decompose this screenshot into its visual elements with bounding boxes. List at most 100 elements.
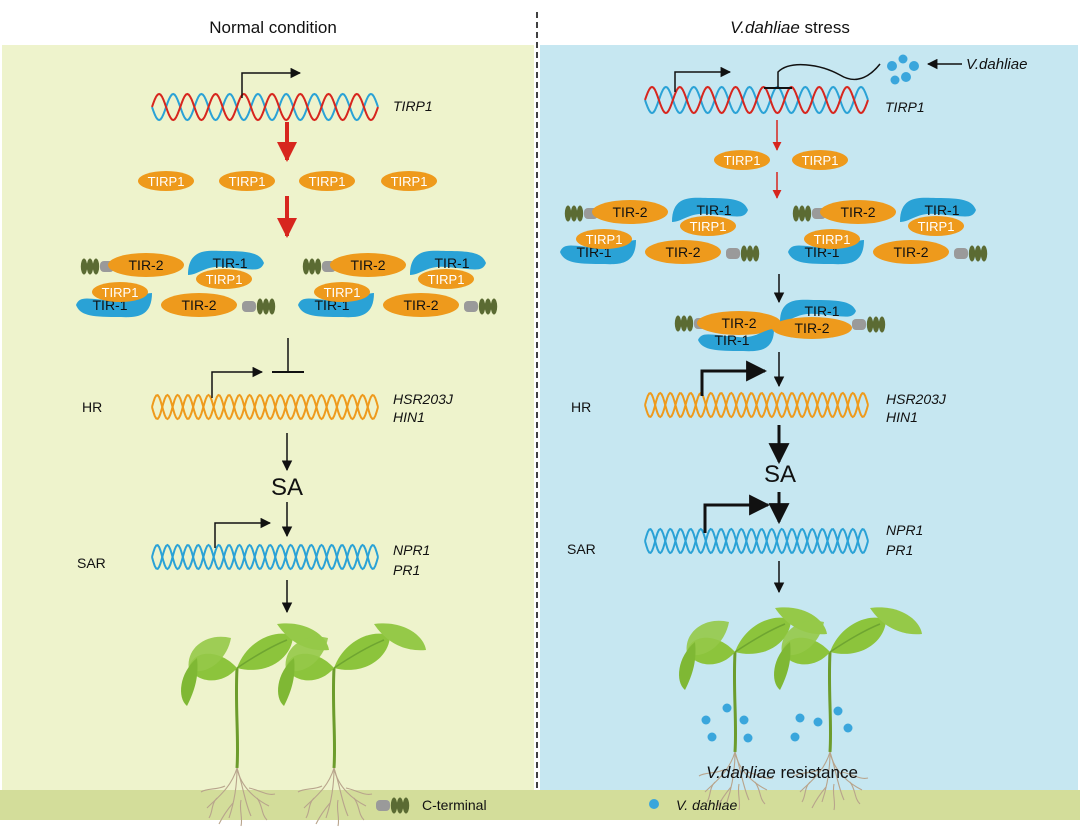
spore xyxy=(795,713,805,723)
legend-pathogen-label: V. dahliae xyxy=(676,797,737,813)
tir2-protein: TIR-2 xyxy=(592,200,668,224)
tir1-protein: TIR-1 xyxy=(188,250,264,275)
sa-label-right: SA xyxy=(764,461,796,488)
spore xyxy=(898,54,908,64)
tir2-protein: TIR-2 xyxy=(697,311,781,335)
gene-label-hin1-left: HIN1 xyxy=(393,409,425,425)
dna-tirp1-right xyxy=(644,85,869,115)
gene-label-hsr203j-left: HSR203J xyxy=(393,391,454,407)
sar-label-right: SAR xyxy=(567,541,596,557)
tir1-protein: TIR-1 xyxy=(900,197,976,222)
dna-hr-left xyxy=(151,393,379,421)
gene-label-pr1-left: PR1 xyxy=(393,562,420,578)
tss-arrow-tirp1-right xyxy=(674,66,732,92)
svg-text:TIRP1: TIRP1 xyxy=(391,174,428,189)
tirp1-bound-protein: TIRP1 xyxy=(576,229,632,249)
svg-text:TIR-1: TIR-1 xyxy=(715,332,750,348)
svg-text:TIR-1: TIR-1 xyxy=(805,303,840,319)
tir1-protein: TIR-1 xyxy=(780,299,856,322)
svg-text:TIR-1: TIR-1 xyxy=(435,255,470,271)
spore xyxy=(887,61,897,71)
tir2-protein: TIR-2 xyxy=(873,240,949,264)
svg-text:TIRP1: TIRP1 xyxy=(690,219,727,234)
svg-text:TIR-2: TIR-2 xyxy=(666,244,701,260)
svg-text:TIR-1: TIR-1 xyxy=(697,202,732,218)
svg-text:TIR-1: TIR-1 xyxy=(213,255,248,271)
spore xyxy=(743,733,753,743)
svg-text:TIRP1: TIRP1 xyxy=(309,174,346,189)
svg-text:TIR-2: TIR-2 xyxy=(351,257,386,273)
svg-text:TIR-2: TIR-2 xyxy=(841,204,876,220)
tir1-protein: TIR-1 xyxy=(410,250,486,275)
dna-hr-right xyxy=(644,391,869,419)
svg-text:TIR-2: TIR-2 xyxy=(404,297,439,313)
spore xyxy=(722,703,732,713)
tirp1-protein: TIRP1 xyxy=(714,150,770,170)
sar-label-left: SAR xyxy=(77,555,106,571)
dna-sar-right xyxy=(644,527,869,555)
svg-text:TIRP1: TIRP1 xyxy=(148,174,185,189)
gene-label-hsr203j-right: HSR203J xyxy=(886,391,947,407)
left-panel-title: Normal condition xyxy=(209,18,337,37)
spore xyxy=(707,732,717,742)
pathogen-inhibition-line xyxy=(777,63,881,88)
tir2-protein: TIR-2 xyxy=(161,293,237,317)
dna-sar-left xyxy=(151,543,379,571)
tirp1-bound-protein: TIRP1 xyxy=(680,216,736,236)
gene-label-tirp1-right: TIRP1 xyxy=(885,99,925,115)
tirp1-bound-protein: TIRP1 xyxy=(196,269,252,289)
gene-label-pr1-right: PR1 xyxy=(886,542,913,558)
tir2-protein: TIR-2 xyxy=(772,317,852,339)
spore xyxy=(901,72,911,82)
tirp1-bound-protein: TIRP1 xyxy=(804,229,860,249)
svg-text:TIRP1: TIRP1 xyxy=(229,174,266,189)
svg-text:TIRP1: TIRP1 xyxy=(206,272,243,287)
svg-text:TIR-2: TIR-2 xyxy=(894,244,929,260)
svg-text:TIR-1: TIR-1 xyxy=(925,202,960,218)
hr-label-right: HR xyxy=(571,399,591,415)
tirp1-protein: TIRP1 xyxy=(299,171,355,191)
tirp1-bound-protein: TIRP1 xyxy=(92,282,148,302)
tir2-protein: TIR-2 xyxy=(330,253,406,277)
gene-label-tirp1-left: TIRP1 xyxy=(393,98,433,114)
tir2-protein: TIR-2 xyxy=(820,200,896,224)
gene-label-hin1-right: HIN1 xyxy=(886,409,918,425)
tir2-protein: TIR-2 xyxy=(645,240,721,264)
spore xyxy=(739,715,749,725)
tss-arrow-hr-left xyxy=(211,366,264,398)
spore xyxy=(890,75,900,85)
pathogen-label: V.dahliae xyxy=(966,56,1027,73)
tir2-protein: TIR-2 xyxy=(383,293,459,317)
hr-label-left: HR xyxy=(82,399,102,415)
svg-text:TIRP1: TIRP1 xyxy=(814,232,851,247)
tirp1-protein: TIRP1 xyxy=(381,171,437,191)
resistance-label: V.dahliae resistance xyxy=(706,763,858,782)
sa-label-left: SA xyxy=(271,474,303,501)
svg-text:TIRP1: TIRP1 xyxy=(324,285,361,300)
spore-legend-icon xyxy=(649,799,659,809)
spore xyxy=(790,732,800,742)
svg-text:TIR-2: TIR-2 xyxy=(795,320,830,336)
svg-text:TIRP1: TIRP1 xyxy=(724,153,761,168)
tss-arrow-sar-right xyxy=(703,494,771,533)
spore xyxy=(909,61,919,71)
svg-text:TIR-2: TIR-2 xyxy=(129,257,164,273)
tirp1-protein: TIRP1 xyxy=(792,150,848,170)
svg-text:TIRP1: TIRP1 xyxy=(102,285,139,300)
spore xyxy=(701,715,711,725)
spore xyxy=(813,717,823,727)
svg-text:TIR-2: TIR-2 xyxy=(613,204,648,220)
tirp1-protein: TIRP1 xyxy=(138,171,194,191)
tss-arrow-hr-right xyxy=(700,360,768,396)
tirp1-bound-protein: TIRP1 xyxy=(908,216,964,236)
spore xyxy=(833,706,843,716)
tss-arrow-sar-left xyxy=(214,517,272,548)
tir1-protein: TIR-1 xyxy=(698,329,774,352)
tir1-protein: TIR-1 xyxy=(672,197,748,222)
svg-text:TIRP1: TIRP1 xyxy=(586,232,623,247)
legend-c-terminal-label: C-terminal xyxy=(422,797,487,813)
svg-text:TIR-2: TIR-2 xyxy=(722,315,757,331)
svg-text:TIR-2: TIR-2 xyxy=(182,297,217,313)
tirp1-bound-protein: TIRP1 xyxy=(314,282,370,302)
dna-tirp1-left xyxy=(151,92,379,122)
